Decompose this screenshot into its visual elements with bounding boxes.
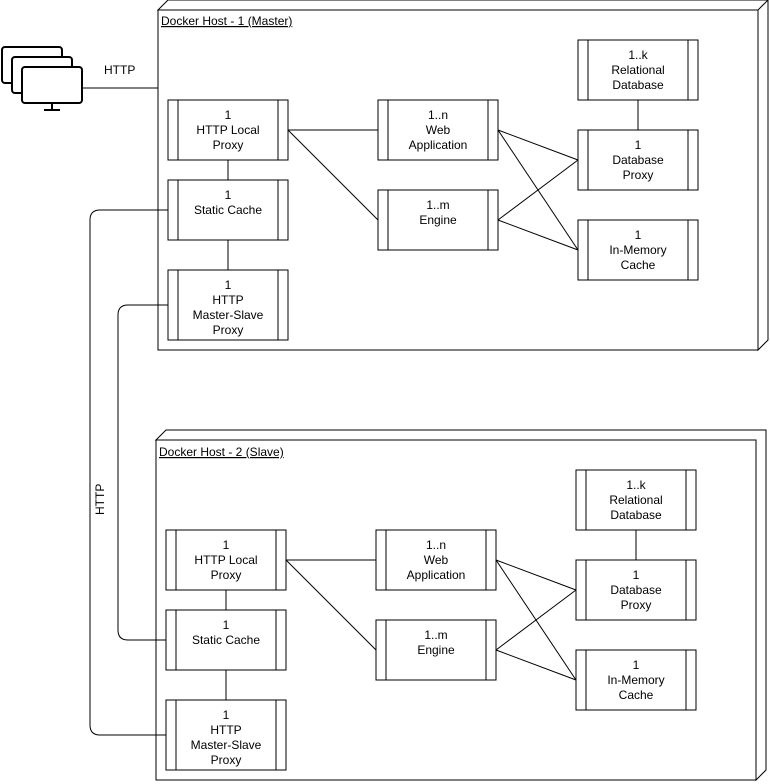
component-label-line: Database	[610, 508, 662, 522]
component-label-line: Master-Slave	[193, 308, 264, 322]
component-label-line: Proxy	[621, 598, 652, 612]
h1-engine-dbproxy-link	[497, 159, 579, 221]
replication-http-label: HTTP	[93, 484, 107, 515]
component-label-line: Web	[426, 123, 451, 137]
component-label-line: HTTP	[210, 723, 241, 737]
component-label-line: 1..k	[628, 48, 648, 62]
component-label-line: In-Memory	[609, 243, 666, 257]
component-label-line: 1..n	[426, 538, 446, 552]
component-label-line: 1	[225, 188, 232, 202]
component-label-line: Proxy	[211, 753, 242, 767]
component-label-line: HTTP Local	[194, 553, 257, 567]
component-label-line: 1	[635, 138, 642, 152]
component-label-line: Proxy	[623, 168, 654, 182]
h1-proxy-engine-link	[287, 129, 379, 221]
component-label-line: Cache	[621, 258, 656, 272]
h2-engine-dbproxy-link	[495, 589, 577, 651]
h1-webapp-dbproxy-link	[497, 129, 579, 161]
component-label-line: 1	[223, 618, 230, 632]
component-label-line: Database	[612, 78, 664, 92]
component-label-line: 1	[223, 708, 230, 722]
component-label-line: Static Cache	[192, 633, 260, 647]
component-label-line: Proxy	[211, 568, 242, 582]
connectors	[82, 87, 639, 736]
component-label-line: Static Cache	[194, 203, 262, 217]
component-label-line: Application	[407, 568, 466, 582]
component-label-line: 1	[635, 228, 642, 242]
component-label-line: 1	[225, 278, 232, 292]
h1-engine-memcache-link	[497, 219, 579, 251]
component-label-line: Engine	[419, 213, 457, 227]
component-label-line: HTTP Local	[196, 123, 259, 137]
host-2-title: Docker Host - 2 (Slave)	[159, 445, 284, 459]
component-label-line: In-Memory	[607, 673, 664, 687]
component-label-line: 1	[633, 658, 640, 672]
client-monitors-icon	[1, 46, 83, 111]
component-label-line: Database	[610, 583, 662, 597]
component-label-line: Proxy	[213, 323, 244, 337]
h1-msproxy-to-h2-cache-link	[117, 304, 168, 641]
client-http-label: HTTP	[104, 63, 135, 77]
component-label-line: 1..k	[626, 478, 646, 492]
component-label-line: 1..m	[424, 628, 447, 642]
component-label-line: Master-Slave	[191, 738, 262, 752]
h2-proxy-engine-link	[285, 559, 377, 651]
component-label-line: Relational	[611, 63, 664, 77]
component-label-line: 1	[225, 108, 232, 122]
h2-engine-memcache-link	[495, 649, 577, 681]
h2-webapp-dbproxy-link	[495, 559, 577, 591]
component-label-line: 1..n	[428, 108, 448, 122]
component-label-line: Cache	[619, 688, 654, 702]
component-label-line: Relational	[609, 493, 662, 507]
component-label-line: 1	[223, 538, 230, 552]
component-label-line: Application	[409, 138, 468, 152]
component-label-line: Web	[424, 553, 449, 567]
component-label-line: Database	[612, 153, 664, 167]
component-label-line: HTTP	[212, 293, 243, 307]
host-1-title: Docker Host - 1 (Master)	[161, 14, 292, 28]
component-label-line: Proxy	[213, 138, 244, 152]
h1-cache-to-h2-msproxy-link	[89, 209, 168, 736]
component-label-line: 1	[633, 568, 640, 582]
component-label-line: Engine	[417, 643, 455, 657]
component-label-line: 1..m	[426, 198, 449, 212]
